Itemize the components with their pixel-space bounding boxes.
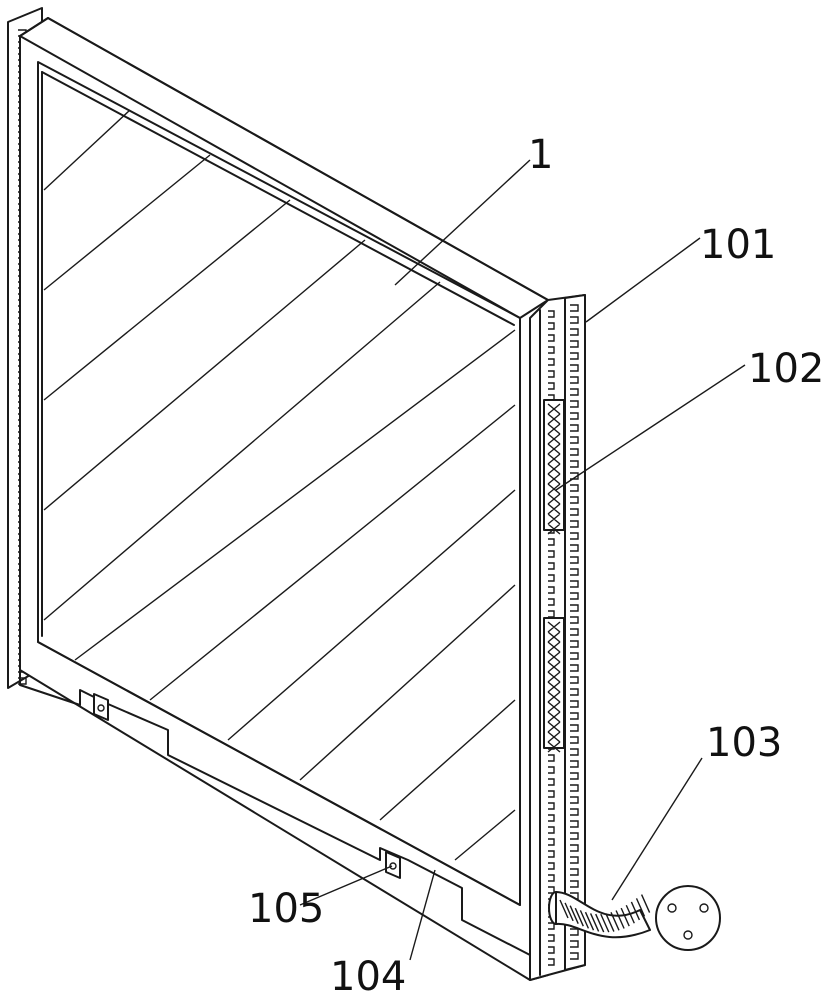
- hose-lamp: [548, 885, 721, 951]
- hatch-line: [43, 154, 211, 291]
- glass-hatching: [43, 109, 516, 861]
- label-hose-lamp: 103: [706, 720, 782, 766]
- hatch-line: [299, 584, 516, 781]
- label-strip: 102: [748, 346, 824, 392]
- label-panel: 1: [528, 132, 553, 178]
- hatch-line: [227, 489, 516, 741]
- label-side-frame: 101: [700, 222, 776, 268]
- panel-frame: [19, 17, 549, 981]
- strip-upper: [543, 399, 565, 535]
- label-bottom-edge: 104: [330, 954, 406, 1000]
- leader-lines: [299, 159, 746, 961]
- label-bracket: 105: [248, 886, 324, 932]
- hatch-line: [149, 404, 516, 701]
- hatch-line: [43, 281, 441, 621]
- hatch-line: [43, 239, 366, 511]
- bracket-left: [93, 693, 109, 721]
- hatch-line: [454, 809, 516, 861]
- hatch-line: [379, 699, 516, 821]
- strip-lower: [543, 617, 565, 753]
- bracket-right: [385, 851, 401, 879]
- hatch-line: [43, 109, 131, 191]
- hatch-line: [43, 199, 291, 401]
- hatch-line: [74, 329, 516, 661]
